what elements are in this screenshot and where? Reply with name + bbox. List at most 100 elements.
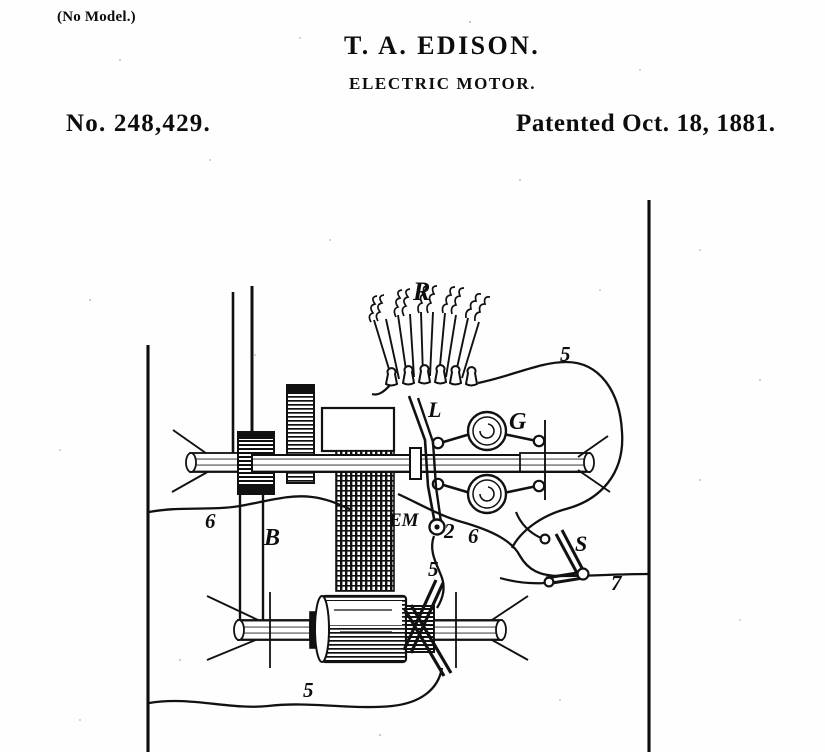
label-wire-5-mid: 5 bbox=[428, 557, 439, 581]
brush-bar-upper-2 bbox=[409, 582, 445, 654]
armature-drum-highlight bbox=[326, 601, 402, 625]
label-wire-6-left: 6 bbox=[205, 509, 216, 533]
switch-terminal-lower[interactable] bbox=[543, 576, 555, 588]
lever-assembly bbox=[407, 395, 446, 536]
bearing-stay-upper-right bbox=[577, 435, 609, 458]
wire-6-right bbox=[397, 492, 649, 578]
resistance-strip-1b bbox=[385, 318, 400, 380]
lever-rod-inner bbox=[416, 397, 443, 523]
inventor-name: T. A. EDISON. bbox=[344, 31, 541, 60]
armature-shaft-cap-left bbox=[233, 619, 245, 641]
armature-drum-end-left bbox=[314, 595, 330, 663]
resistance-coil-4 bbox=[441, 286, 465, 315]
label-belt: B bbox=[263, 525, 280, 551]
governor-ball-upper bbox=[466, 410, 508, 452]
gear-teeth-bottom bbox=[238, 486, 274, 494]
switch-pivot[interactable] bbox=[576, 567, 590, 581]
resistance-coil-1 bbox=[368, 294, 385, 323]
governor-assembly bbox=[431, 410, 546, 515]
resistance-coil-3 bbox=[417, 285, 438, 314]
figure-border bbox=[146, 200, 651, 752]
resistance-coil-5 bbox=[465, 293, 491, 322]
switch-lead-lower bbox=[499, 576, 546, 585]
no-model-note: (No Model.) bbox=[57, 9, 136, 25]
armature-shaft-left bbox=[237, 619, 311, 641]
armature-shaft-cap-right bbox=[495, 619, 507, 641]
label-terminal-7: 7 bbox=[611, 571, 623, 595]
upper-shaft-assembly bbox=[171, 384, 611, 592]
brush-bar-upper bbox=[402, 579, 438, 651]
armature-assembly bbox=[206, 579, 529, 677]
label-motor: EM bbox=[388, 510, 420, 531]
armature-drum bbox=[314, 594, 408, 664]
governor-pivot-lower-right bbox=[532, 479, 546, 493]
bearing-stay-upper-left bbox=[172, 429, 211, 457]
resistance-bank bbox=[368, 285, 491, 387]
bearing-stay-lower-upper-left bbox=[206, 595, 259, 621]
switch-assembly bbox=[499, 511, 590, 588]
bearing-stay-lower-left bbox=[171, 469, 212, 493]
label-wire-5-top: 5 bbox=[560, 342, 571, 366]
resistance-strip-2b bbox=[409, 313, 415, 378]
right-bearing-lower bbox=[433, 592, 529, 668]
field-coil-winding bbox=[335, 450, 395, 592]
governor-ball-lower bbox=[466, 473, 508, 515]
field-magnet-box bbox=[320, 406, 396, 453]
brush-assembly bbox=[402, 579, 453, 677]
shaft-end-cap-left bbox=[185, 452, 197, 473]
switch-terminal-upper[interactable] bbox=[539, 533, 551, 545]
wire-6-left bbox=[148, 495, 353, 514]
invention-title: ELECTRIC MOTOR. bbox=[349, 74, 537, 93]
shaft-collar bbox=[409, 447, 422, 480]
gear-teeth-top bbox=[238, 432, 274, 439]
governor-ball-lower-gloss bbox=[479, 486, 495, 502]
label-switch: S bbox=[575, 531, 587, 556]
resistance-coil-2 bbox=[393, 288, 411, 318]
wire-resistance-to-lever bbox=[371, 384, 391, 396]
governor-ball-lower-inner bbox=[472, 479, 502, 509]
bearing-stay-lower-lower-right bbox=[491, 639, 529, 661]
label-lever: L bbox=[427, 397, 441, 422]
resistance-contact-studs bbox=[384, 364, 479, 387]
bearing-stay-lower-upper-right bbox=[491, 595, 529, 621]
label-governor: G bbox=[509, 409, 527, 435]
switch-blade-upper-2 bbox=[554, 533, 579, 574]
lever-pivot-pin bbox=[434, 524, 440, 530]
governor-pivot-upper-right bbox=[532, 434, 546, 448]
resistance-strip-5b bbox=[461, 321, 480, 379]
brush-bar-lower bbox=[402, 607, 446, 677]
figure-labels: R L G B EM S 5 5 5 6 6 2 7 bbox=[205, 277, 623, 702]
armature-shaft-right bbox=[433, 619, 503, 641]
label-resistance: R bbox=[412, 277, 430, 306]
patent-date: Patented Oct. 18, 1881. bbox=[516, 110, 776, 137]
switch-blade-upper bbox=[560, 529, 585, 571]
wire-5-mid bbox=[431, 535, 445, 609]
bearing-stay-lower-lower-left bbox=[206, 638, 259, 661]
resistance-stud-2 bbox=[401, 365, 416, 386]
belt-drum-cap bbox=[287, 385, 314, 394]
wire-5-bottom bbox=[148, 667, 444, 709]
label-wire-5-bottom: 5 bbox=[303, 678, 314, 702]
wiring bbox=[148, 360, 649, 709]
resistance-coil-tops bbox=[368, 285, 491, 323]
resistance-stud-1 bbox=[384, 367, 399, 387]
left-bearing-lower bbox=[206, 595, 311, 661]
governor-ball-upper-inner bbox=[472, 416, 502, 446]
label-terminal-2: 2 bbox=[443, 519, 455, 543]
paper-speckle bbox=[59, 20, 762, 737]
shaft-end-cap-right bbox=[583, 452, 595, 473]
bearing-stay-lower-right bbox=[577, 469, 611, 493]
governor-ball-upper-gloss bbox=[479, 423, 495, 439]
wire-5-loop-right bbox=[477, 360, 624, 549]
patent-number: No. 248,429. bbox=[66, 110, 211, 137]
switch-lead-upper bbox=[514, 511, 542, 539]
lever-rod-outer bbox=[407, 395, 437, 525]
brush-bar-lower-2 bbox=[409, 604, 453, 674]
resistance-strip-3b bbox=[429, 311, 434, 377]
resistance-strip-4b bbox=[445, 314, 457, 378]
label-wire-6-right: 6 bbox=[468, 524, 479, 548]
resistance-stud-5 bbox=[448, 365, 463, 386]
resistance-stud-6 bbox=[464, 366, 479, 387]
